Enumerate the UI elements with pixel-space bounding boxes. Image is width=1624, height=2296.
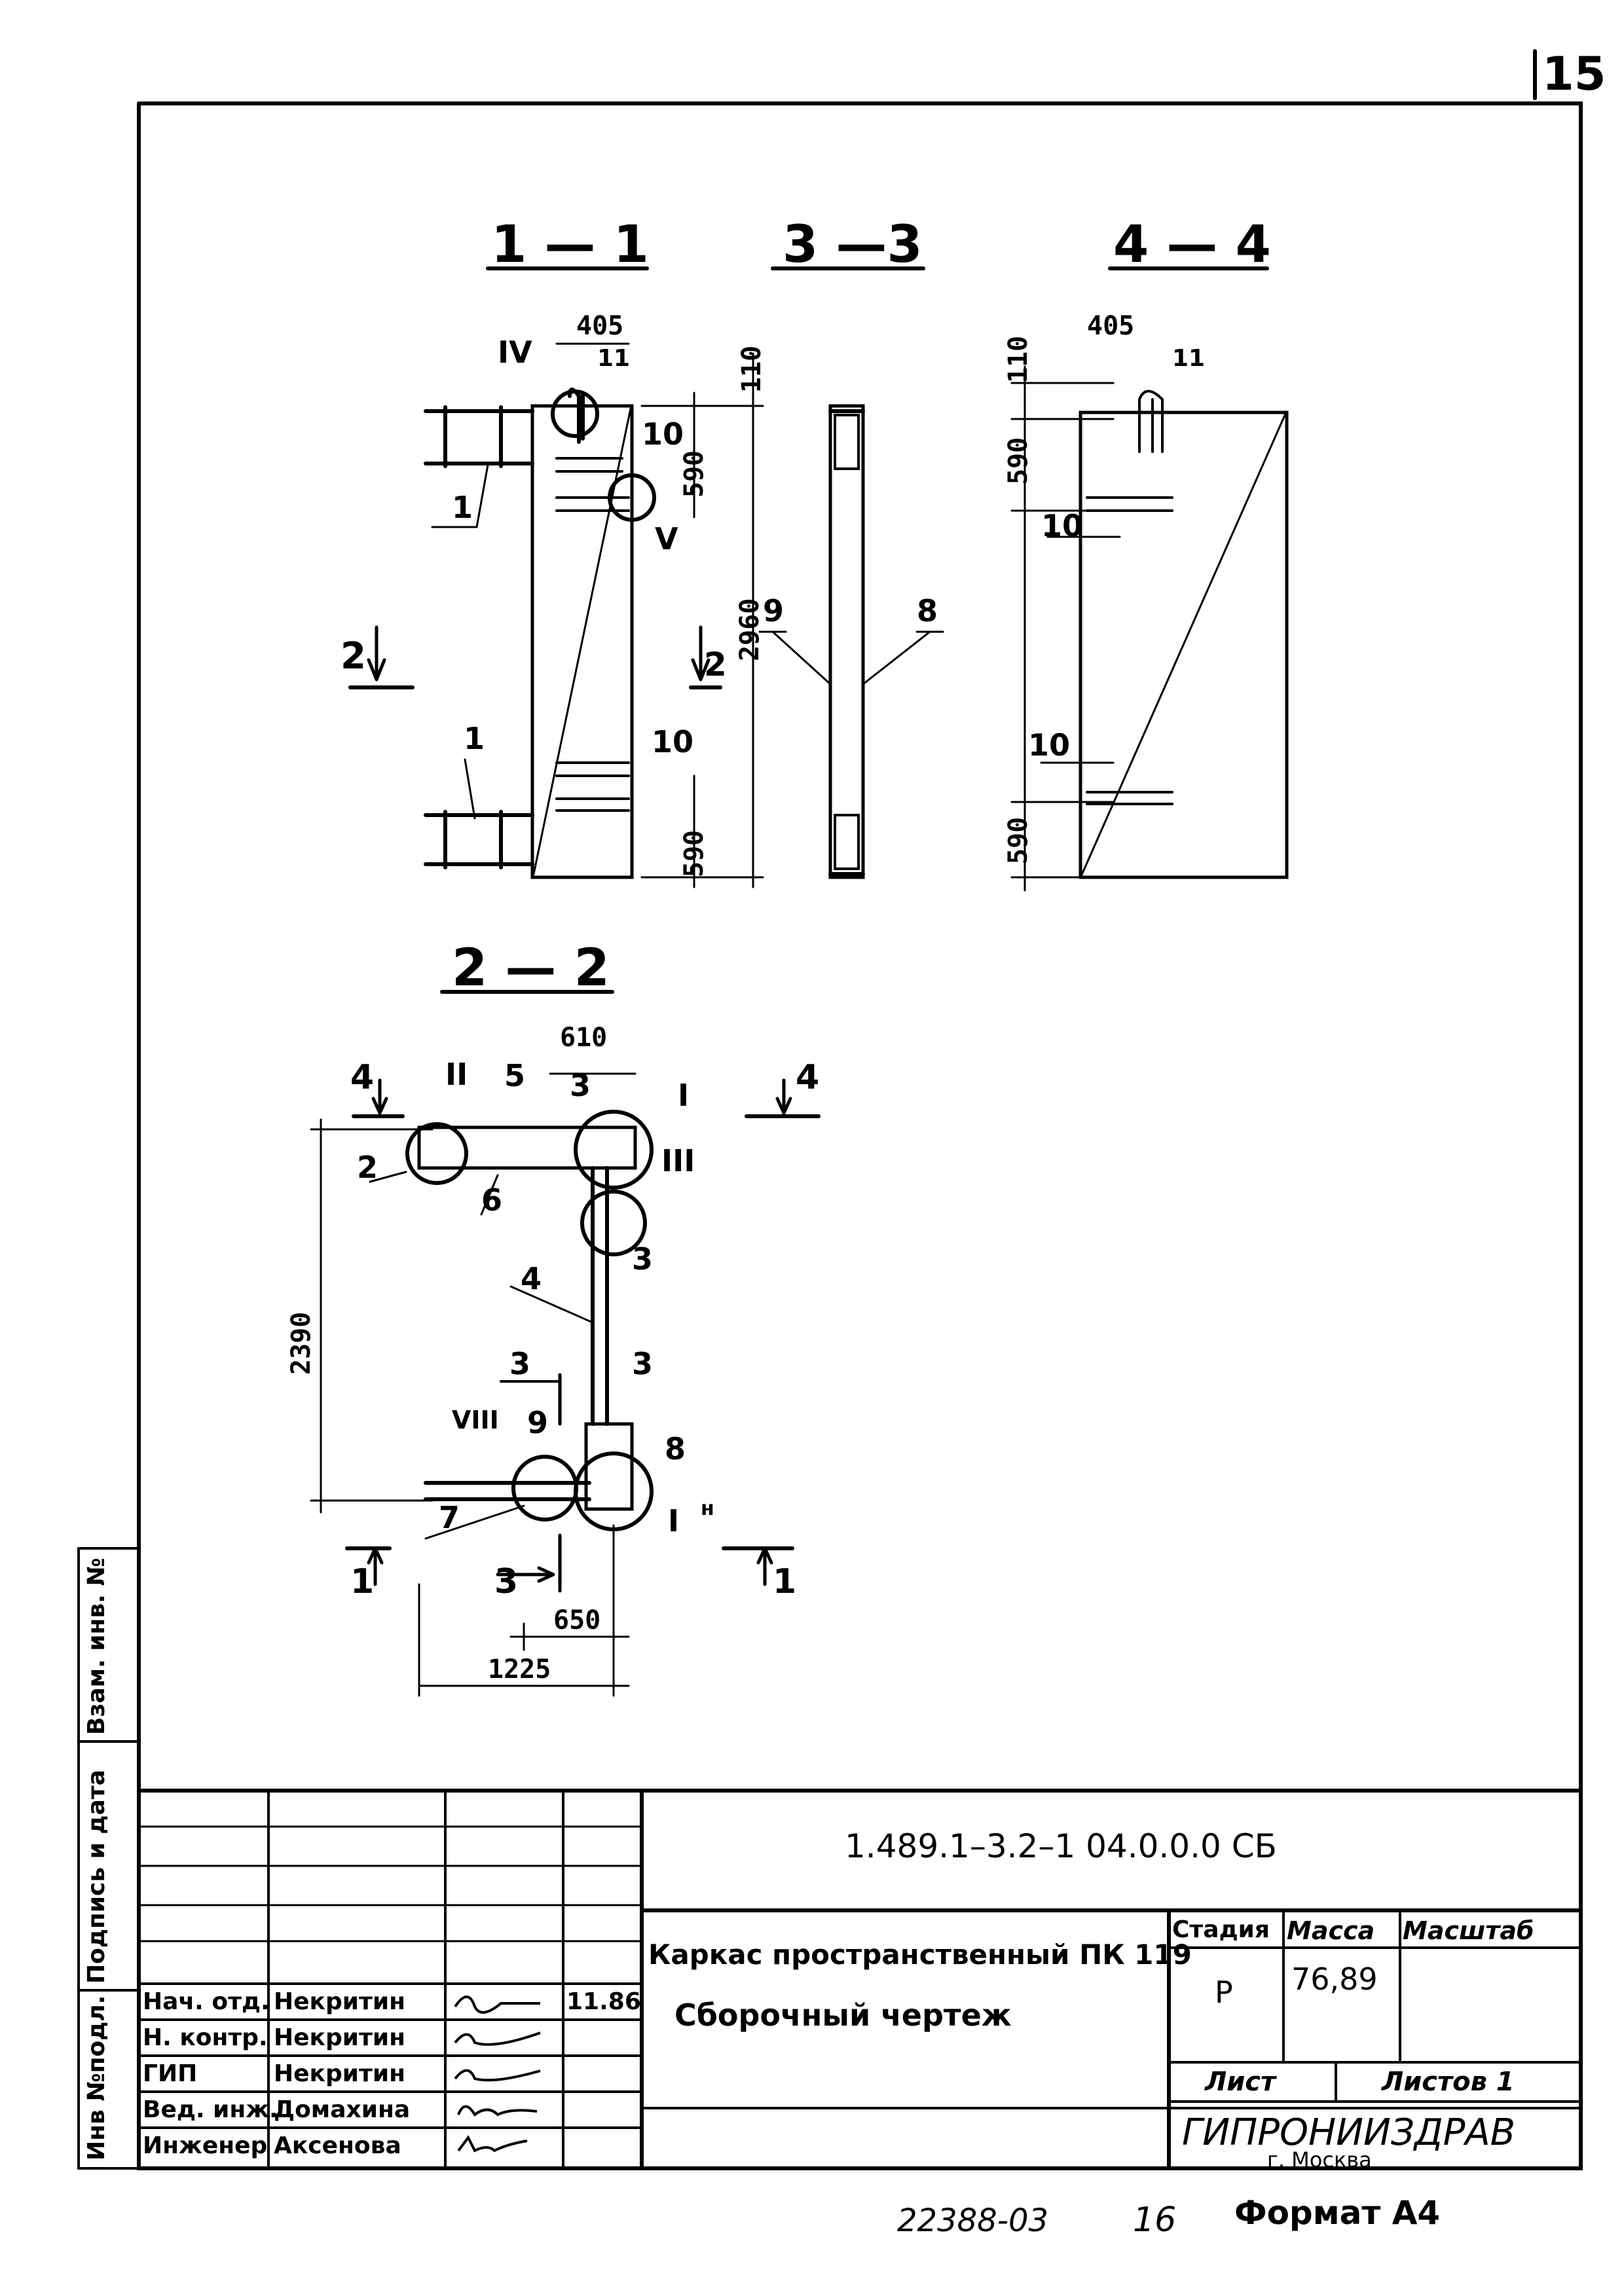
cut-3: 3 xyxy=(494,1562,519,1601)
callout-8: 8 xyxy=(917,593,938,629)
stage-value: Р xyxy=(1215,1975,1233,2010)
signature-1 xyxy=(454,1995,540,2014)
callout-6: 6 xyxy=(481,1182,503,1218)
callout-3-right: 3 xyxy=(632,1346,654,1381)
signatures xyxy=(454,1995,541,2153)
callout-5: 5 xyxy=(504,1058,526,1093)
dim-405-b: 405 xyxy=(1087,311,1135,341)
dim-110: 110 xyxy=(737,345,767,393)
mass-value: 76,89 xyxy=(1291,1961,1378,1997)
sheet-ref: 16 xyxy=(1133,2200,1177,2240)
date-value: 11.86 xyxy=(566,1988,641,2015)
callout-ii: II xyxy=(445,1057,468,1092)
role-1: Нач. отд. xyxy=(143,1988,270,2015)
cut-4-right: 4 xyxy=(796,1058,820,1097)
callout-i-bottom: I xyxy=(668,1503,680,1539)
sheet-frame xyxy=(137,101,1583,2170)
dim-650: 650 xyxy=(553,1605,601,1635)
title-line-2: Сборочный чертеж xyxy=(674,1997,1012,2033)
callout-2: 2 xyxy=(357,1150,378,1185)
signature-5 xyxy=(457,2135,528,2153)
section-title-3-3: 3 —3 xyxy=(783,215,923,274)
callout-11-b: 11 xyxy=(1172,345,1206,372)
role-3: ГИП xyxy=(143,2060,198,2087)
callout-3-top: 3 xyxy=(570,1068,591,1103)
callout-8-b: 8 xyxy=(665,1431,686,1467)
name-1: Некритин xyxy=(274,1988,405,2015)
cut-2-left: 2 xyxy=(341,635,366,678)
cut-4-left: 4 xyxy=(350,1058,375,1097)
side-label-vzam: Взам. инв. № xyxy=(83,1558,110,1735)
sheets-label: Листов 1 xyxy=(1382,2067,1515,2097)
name-2: Некритин xyxy=(274,2024,405,2051)
org-city: г. Москва xyxy=(1267,2147,1372,2172)
callout-4: 4 xyxy=(521,1261,542,1296)
side-label-sign: Подпись и дата xyxy=(83,1770,110,1984)
dim-1225: 1225 xyxy=(488,1654,551,1685)
cut-1-left: 1 xyxy=(350,1562,375,1601)
callout-3-left: 3 xyxy=(509,1346,531,1381)
dim-2390: 2390 xyxy=(286,1311,316,1375)
view-3-3-body xyxy=(828,404,865,879)
callout-10-b-bottom: 10 xyxy=(1028,727,1071,763)
name-3: Некритин xyxy=(274,2060,405,2087)
callout-v: V xyxy=(655,521,678,556)
section-title-1-1: 1 — 1 xyxy=(491,215,649,274)
archive-number: 22388-03 xyxy=(897,2202,1049,2239)
dim-110-b: 110 xyxy=(1003,335,1033,383)
signature-2 xyxy=(454,2032,541,2046)
callout-iii: III xyxy=(661,1143,695,1178)
section-title-4-4: 4 — 4 xyxy=(1113,215,1271,274)
callout-10-bottom: 10 xyxy=(652,724,694,759)
superscript-h: н xyxy=(701,1497,714,1520)
stage-header: Стадия xyxy=(1172,1916,1270,1943)
title-line-1: Каркас пространственный ПК 119 xyxy=(648,1939,1192,1971)
page-number: 15 xyxy=(1542,47,1606,101)
sheet-label: Лист xyxy=(1205,2067,1276,2097)
cut-2-right: 2 xyxy=(704,646,727,683)
role-4: Вед. инж. xyxy=(143,2096,278,2123)
callout-7: 7 xyxy=(439,1500,460,1535)
view-4-4-body xyxy=(1079,410,1289,879)
dim-405: 405 xyxy=(576,311,624,341)
dim-590-b-bottom: 590 xyxy=(1003,816,1033,864)
name-5: Аксенова xyxy=(274,2132,401,2159)
dim-610: 610 xyxy=(560,1023,608,1053)
callout-9: 9 xyxy=(763,593,784,629)
callout-10-b-top: 10 xyxy=(1041,508,1084,543)
dim-2960: 2960 xyxy=(735,598,765,661)
dim-590-bottom: 590 xyxy=(679,829,709,877)
role-5: Инженер xyxy=(143,2132,268,2159)
cut-1-right: 1 xyxy=(773,1562,797,1601)
callout-9-b: 9 xyxy=(527,1405,549,1440)
signature-4 xyxy=(457,2105,538,2117)
dim-590-top: 590 xyxy=(679,450,709,498)
dim-590-b-top: 590 xyxy=(1003,437,1033,484)
name-4: Домахина xyxy=(274,2096,411,2123)
mass-header: Масса xyxy=(1287,1916,1375,1945)
scale-header: Масштаб xyxy=(1403,1916,1534,1945)
role-2: Н. контр. xyxy=(143,2024,268,2051)
callout-3-mid: 3 xyxy=(632,1241,654,1277)
callout-11: 11 xyxy=(597,345,631,372)
callout-1-bottom: 1 xyxy=(464,721,485,756)
doc-code: 1.489.1–3.2–1 04.0.0.0 СБ xyxy=(845,1827,1277,1865)
callout-10-top: 10 xyxy=(642,416,684,452)
callout-1-top: 1 xyxy=(452,490,473,525)
format-label: Формат А4 xyxy=(1234,2194,1441,2232)
callout-i-top: I xyxy=(678,1078,690,1113)
callout-iv: IV xyxy=(498,335,532,370)
org-name: ГИПРОНИИЗДРАВ xyxy=(1182,2111,1516,2154)
section-title-2-2: 2 — 2 xyxy=(452,939,610,998)
callout-viii: VIII xyxy=(452,1406,499,1434)
signature-3 xyxy=(454,2069,541,2082)
side-label-inv: Инв №подл. xyxy=(83,1995,110,2160)
